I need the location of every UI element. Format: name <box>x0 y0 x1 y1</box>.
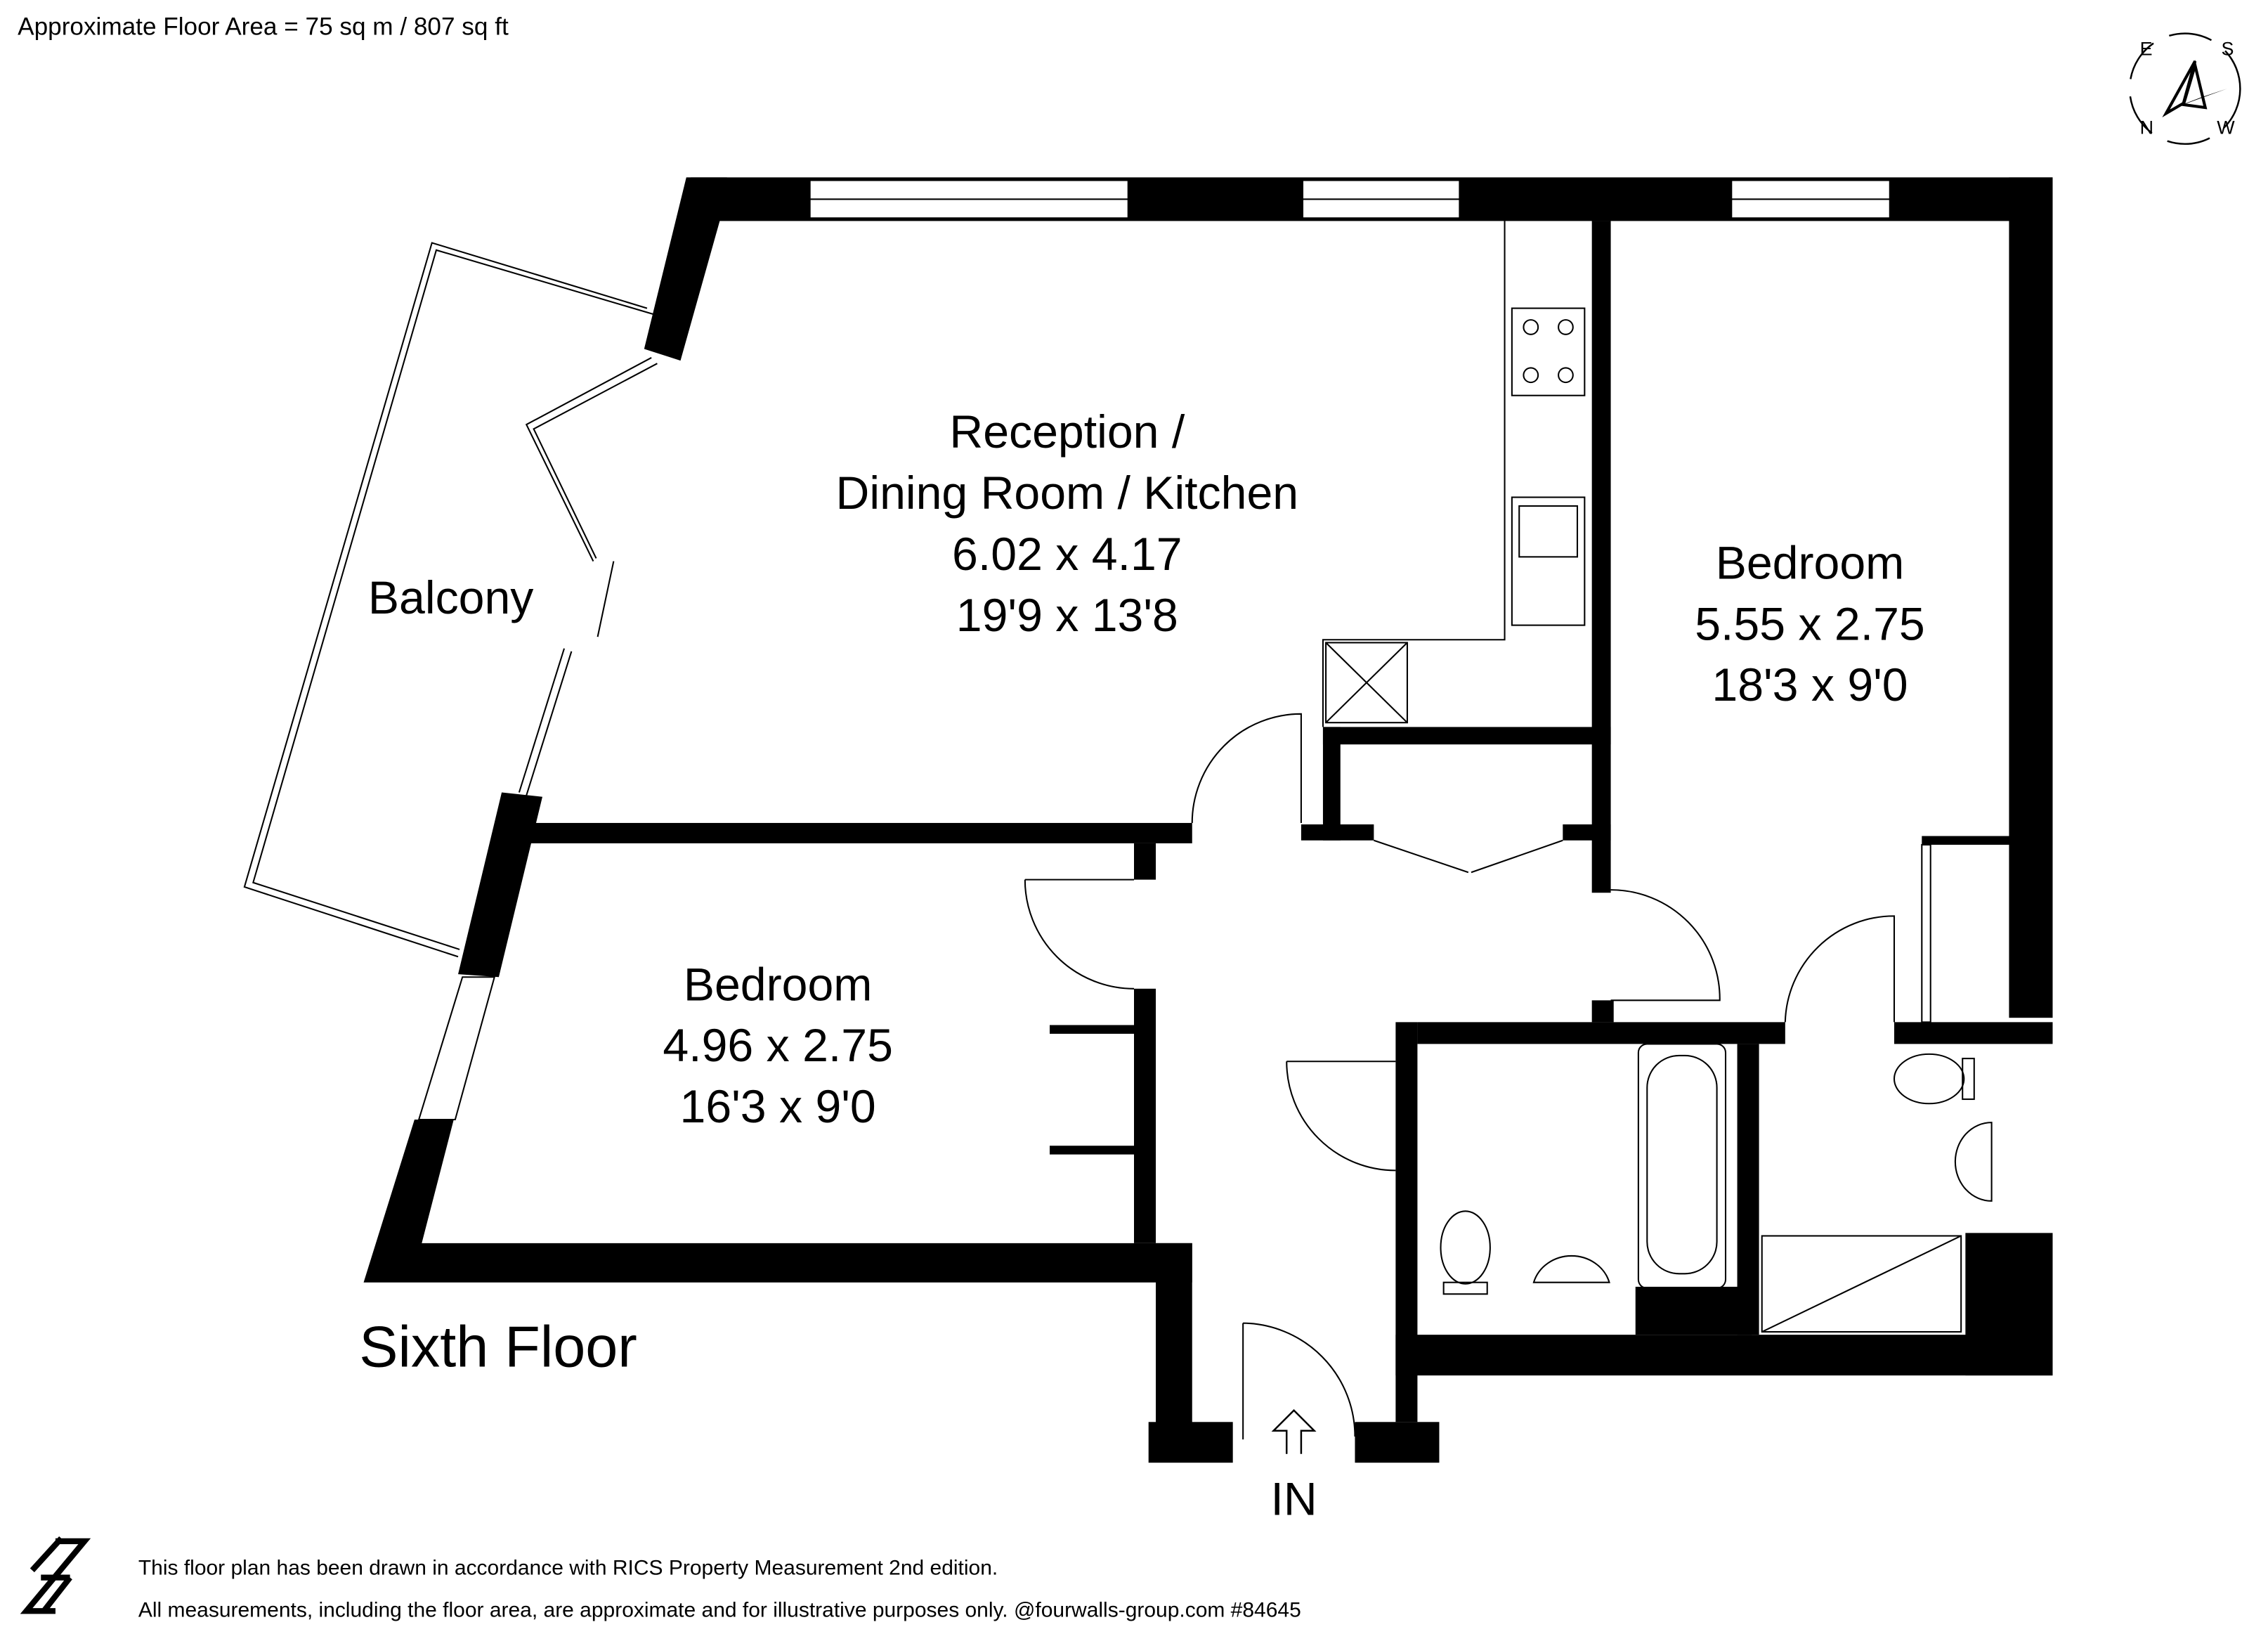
bedroom1-metric: 5.55 x 2.75 <box>1695 598 1925 650</box>
entrance-arrow-icon <box>1271 1408 1317 1454</box>
entrance-label: IN <box>1270 1474 1317 1526</box>
floor-label: Sixth Floor <box>359 1314 637 1380</box>
compass-n: N <box>2140 117 2153 138</box>
basin-icon <box>1532 1255 1610 1283</box>
balcony-label: Balcony <box>368 572 533 624</box>
bath-icon <box>1637 1043 1727 1290</box>
reception-label-2: Dining Room / Kitchen <box>836 467 1299 519</box>
shower-tray-icon <box>1761 1235 1962 1333</box>
fourwalls-logo-icon <box>20 1536 91 1614</box>
sink-icon <box>1511 496 1586 626</box>
toilet-icon <box>1440 1210 1491 1285</box>
walls <box>363 177 2053 1463</box>
reception-metric: 6.02 x 4.17 <box>952 529 1182 581</box>
footer-line-2: All measurements, including the floor ar… <box>138 1599 1301 1622</box>
bedroom2-label: Bedroom <box>684 959 873 1011</box>
footer-line-1: This floor plan has been drawn in accord… <box>138 1557 998 1580</box>
hob-icon <box>1511 307 1586 396</box>
bedroom1-imperial: 18'3 x 9'0 <box>1712 659 1908 711</box>
bedroom1-label: Bedroom <box>1716 537 1905 589</box>
windows <box>417 179 1891 1121</box>
compass-s: S <box>2221 39 2234 60</box>
bedroom2-metric: 4.96 x 2.75 <box>663 1020 893 1072</box>
compass-w: W <box>2217 117 2235 138</box>
toilet-icon-2 <box>1893 1053 1965 1105</box>
bedroom2-imperial: 16'3 x 9'0 <box>680 1081 876 1133</box>
balcony-outline <box>243 242 658 958</box>
compass-icon: E S N W <box>2128 32 2241 145</box>
floor-area-text: Approximate Floor Area = 75 sq m / 807 s… <box>18 13 509 41</box>
reception-label-1: Reception / <box>949 406 1185 458</box>
reception-imperial: 19'9 x 13'8 <box>956 590 1178 642</box>
fixtures <box>1322 221 1993 1333</box>
compass-e: E <box>2140 39 2153 60</box>
doors <box>1024 713 1931 1440</box>
basin-icon-2 <box>1954 1122 1993 1202</box>
